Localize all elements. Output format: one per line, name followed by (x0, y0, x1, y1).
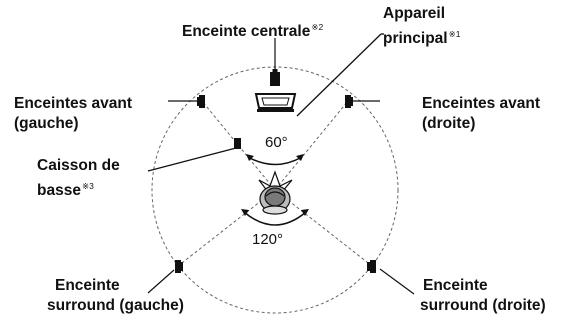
line-to-surround-left (177, 189, 276, 267)
front-right-speaker-icon (345, 95, 380, 108)
subwoofer-label-line2: basse (37, 182, 81, 199)
front-right-label: Enceintes avant (droite) (422, 94, 540, 134)
subwoofer-label-line1: Caisson de (37, 157, 120, 174)
angle-60-arc (247, 156, 303, 166)
surround-right-label-line1: Enceinte (423, 277, 488, 294)
surround-right-speaker-icon (367, 260, 415, 295)
center-speaker-label: Enceinte centrale※2 (182, 22, 324, 40)
main-unit-icon (254, 93, 297, 112)
main-unit-note: ※1 (448, 29, 461, 39)
main-unit-label-line2: principal (383, 30, 448, 47)
front-left-label-line1: Enceintes avant (14, 95, 133, 112)
listener-icon (258, 170, 293, 215)
line-to-front-right (274, 100, 349, 191)
angle-120-label: 120° (252, 231, 284, 248)
front-left-label: Enceintes avant (gauche) (14, 94, 132, 134)
surround-left-label: Enceinte surround (gauche) (47, 276, 184, 316)
main-unit-leader (296, 33, 382, 117)
surround-left-label-line1: Enceinte (55, 277, 120, 294)
surround-left-speaker-icon (147, 260, 183, 294)
surround-left-label-line2: surround (gauche) (47, 297, 184, 314)
main-unit-label: Appareil principal※1 (383, 4, 460, 49)
angle-60-label: 60° (265, 134, 288, 151)
subwoofer-note: ※3 (81, 181, 94, 191)
main-unit-label-line1: Appareil (383, 5, 446, 22)
angle-120-arc (243, 211, 307, 226)
subwoofer-icon (147, 138, 241, 172)
front-left-label-line2: (gauche) (14, 115, 79, 132)
surround-right-label-line2: surround (droite) (420, 297, 546, 314)
front-right-label-line2: (droite) (422, 115, 476, 132)
surround-right-label: Enceinte surround (droite) (420, 276, 546, 316)
center-speaker-note: ※2 (311, 22, 324, 32)
subwoofer-label: Caisson de basse※3 (37, 156, 120, 201)
line-to-surround-right (274, 189, 373, 267)
center-speaker-icon (270, 38, 280, 86)
front-left-speaker-icon (168, 95, 205, 108)
front-right-label-line1: Enceintes avant (422, 95, 541, 112)
